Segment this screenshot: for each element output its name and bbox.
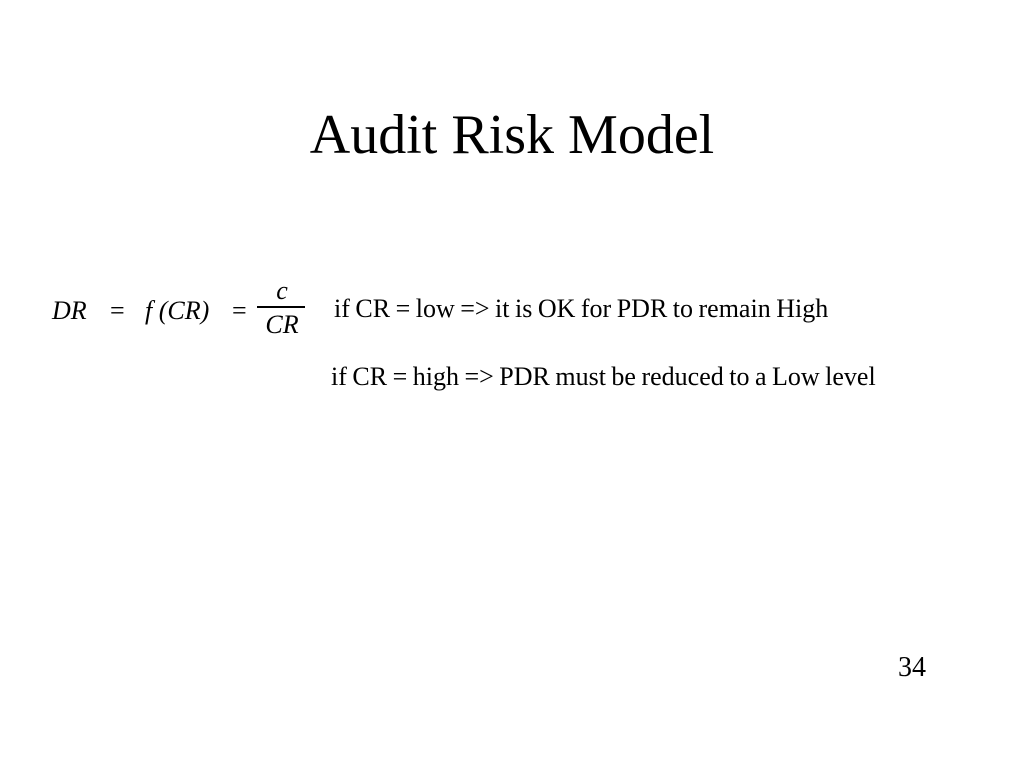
formula-fraction: c CR [257,276,307,339]
formula-lhs: DR [52,296,87,325]
condition-low: if CR = low => it is OK for PDR to remai… [334,294,829,323]
formula-function: f (CR) [145,296,210,325]
formula-equals-sign: = [110,296,125,325]
fraction-bar [257,306,305,308]
slide-title: Audit Risk Model [309,104,715,166]
page-number: 34 [898,652,926,683]
fraction-denominator: CR [265,310,299,339]
formula-equals-sign-2: = [232,296,247,325]
fraction-numerator: c [276,276,288,305]
condition-high: if CR = high => PDR must be reduced to a… [331,362,876,391]
